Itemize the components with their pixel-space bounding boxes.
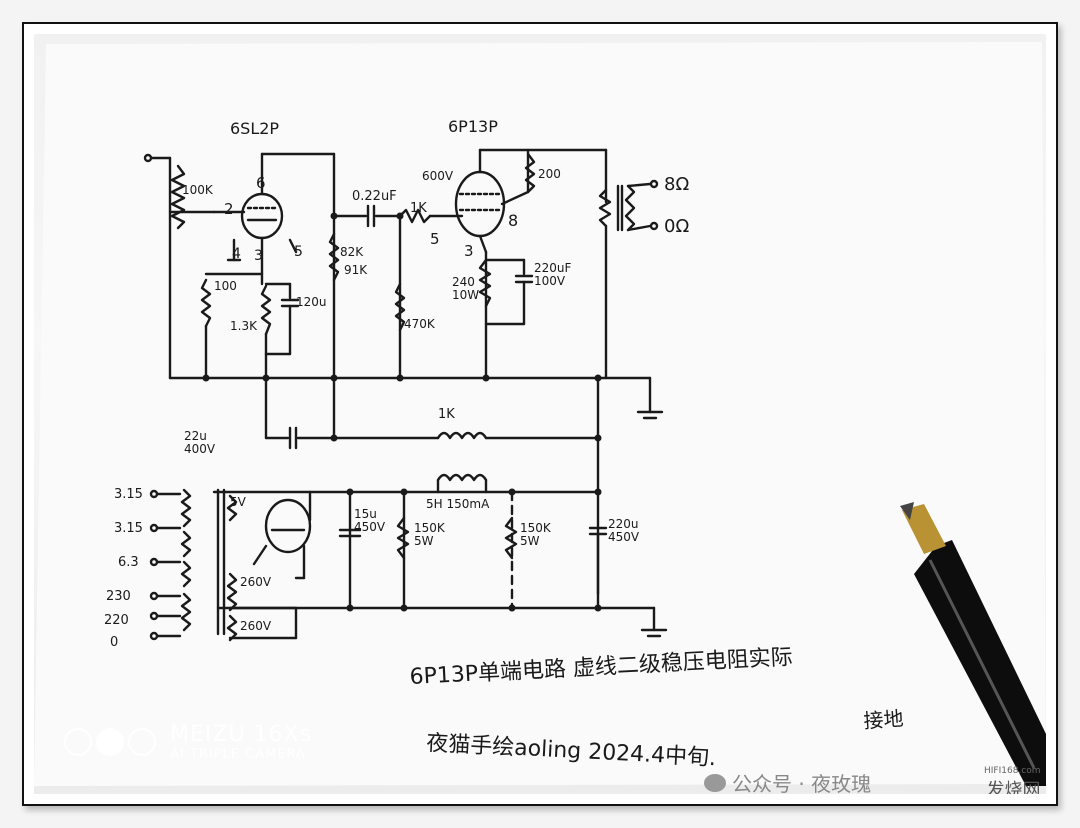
pin-3-label: 3 — [254, 248, 263, 264]
rect-heater-label: 5V — [230, 495, 247, 509]
junction-dots — [202, 212, 602, 612]
tap-label-3: 230 — [106, 589, 131, 604]
screen-res-label: 200 — [538, 167, 561, 181]
plate-res-label: 82K — [340, 245, 364, 259]
pin-6-label: 6 — [256, 174, 266, 192]
schematic-photo: 6SL2P 6P13P 100K 6 2 4 3 5 100 1.3K 120u… — [34, 34, 1046, 794]
choke2-label: 5H 150mA — [426, 497, 490, 511]
handwritten-note-line2: 接地 — [863, 706, 905, 733]
camera-sub: AI TRIPLE CAMERA — [170, 747, 306, 762]
camera-dot-icon — [96, 728, 124, 756]
tap-label-2: 6.3 — [118, 555, 139, 570]
schematic-wires — [143, 148, 668, 642]
site-url: HIFI168.com — [984, 766, 1041, 776]
coupling-cap-voltage-label: 600V — [422, 169, 454, 183]
site-name: 发烧网 — [986, 780, 1041, 794]
grid-stopper-label: 1K — [410, 201, 427, 216]
wechat-account: 公众号 · 夜玫瑰 — [732, 772, 872, 794]
secondary2-label: 260V — [240, 619, 272, 633]
grid-leak-label: 470K — [404, 317, 436, 331]
pin-5-label: 5 — [294, 244, 303, 260]
pin-8-label: 8 — [508, 211, 518, 230]
paper-sheet — [34, 42, 1046, 786]
tap-label-1: 3.15 — [114, 521, 143, 536]
camera-watermark: MEIZU 16Xs AI TRIPLE CAMERA — [64, 722, 312, 762]
pin-4-label: 4 — [232, 246, 241, 262]
output-0-ohm-label: 0Ω — [664, 216, 689, 237]
pin-3b-label: 3 — [464, 242, 474, 260]
tube1-label: 6SL2P — [230, 119, 279, 138]
tube2-label: 6P13P — [448, 117, 498, 136]
camera-brand: MEIZU 16Xs — [170, 722, 313, 747]
cathode-cap-label: 120u — [296, 295, 327, 309]
pen — [900, 502, 1046, 786]
input-pot-label: 100K — [182, 183, 214, 197]
output-8-ohm-label: 8Ω — [664, 174, 689, 195]
camera-dot-icon — [64, 728, 92, 756]
tap-label-0: 3.15 — [114, 487, 143, 502]
camera-dot-icon — [128, 728, 156, 756]
plate-res2-label: 91K — [344, 263, 368, 277]
pin-2-label: 2 — [224, 200, 234, 218]
tap-label-5: 0 — [110, 635, 118, 650]
cathode-res1-label: 100 — [214, 279, 237, 293]
site-watermark: HIFI168.com 发烧网 — [984, 766, 1041, 794]
choke1-label: 1K — [438, 407, 455, 422]
pin-5b-label: 5 — [430, 230, 440, 248]
wechat-icon — [704, 773, 726, 792]
cathode-res2-label: 1.3K — [230, 319, 258, 333]
handdrawn-schematic: 6SL2P 6P13P 100K 6 2 4 3 5 100 1.3K 120u… — [34, 42, 1046, 786]
tap-label-4: 220 — [104, 613, 129, 628]
wechat-watermark: 公众号 · 夜玫瑰 — [704, 768, 871, 794]
secondary1-label: 260V — [240, 575, 272, 589]
coupling-cap-label: 0.22uF — [352, 189, 397, 204]
